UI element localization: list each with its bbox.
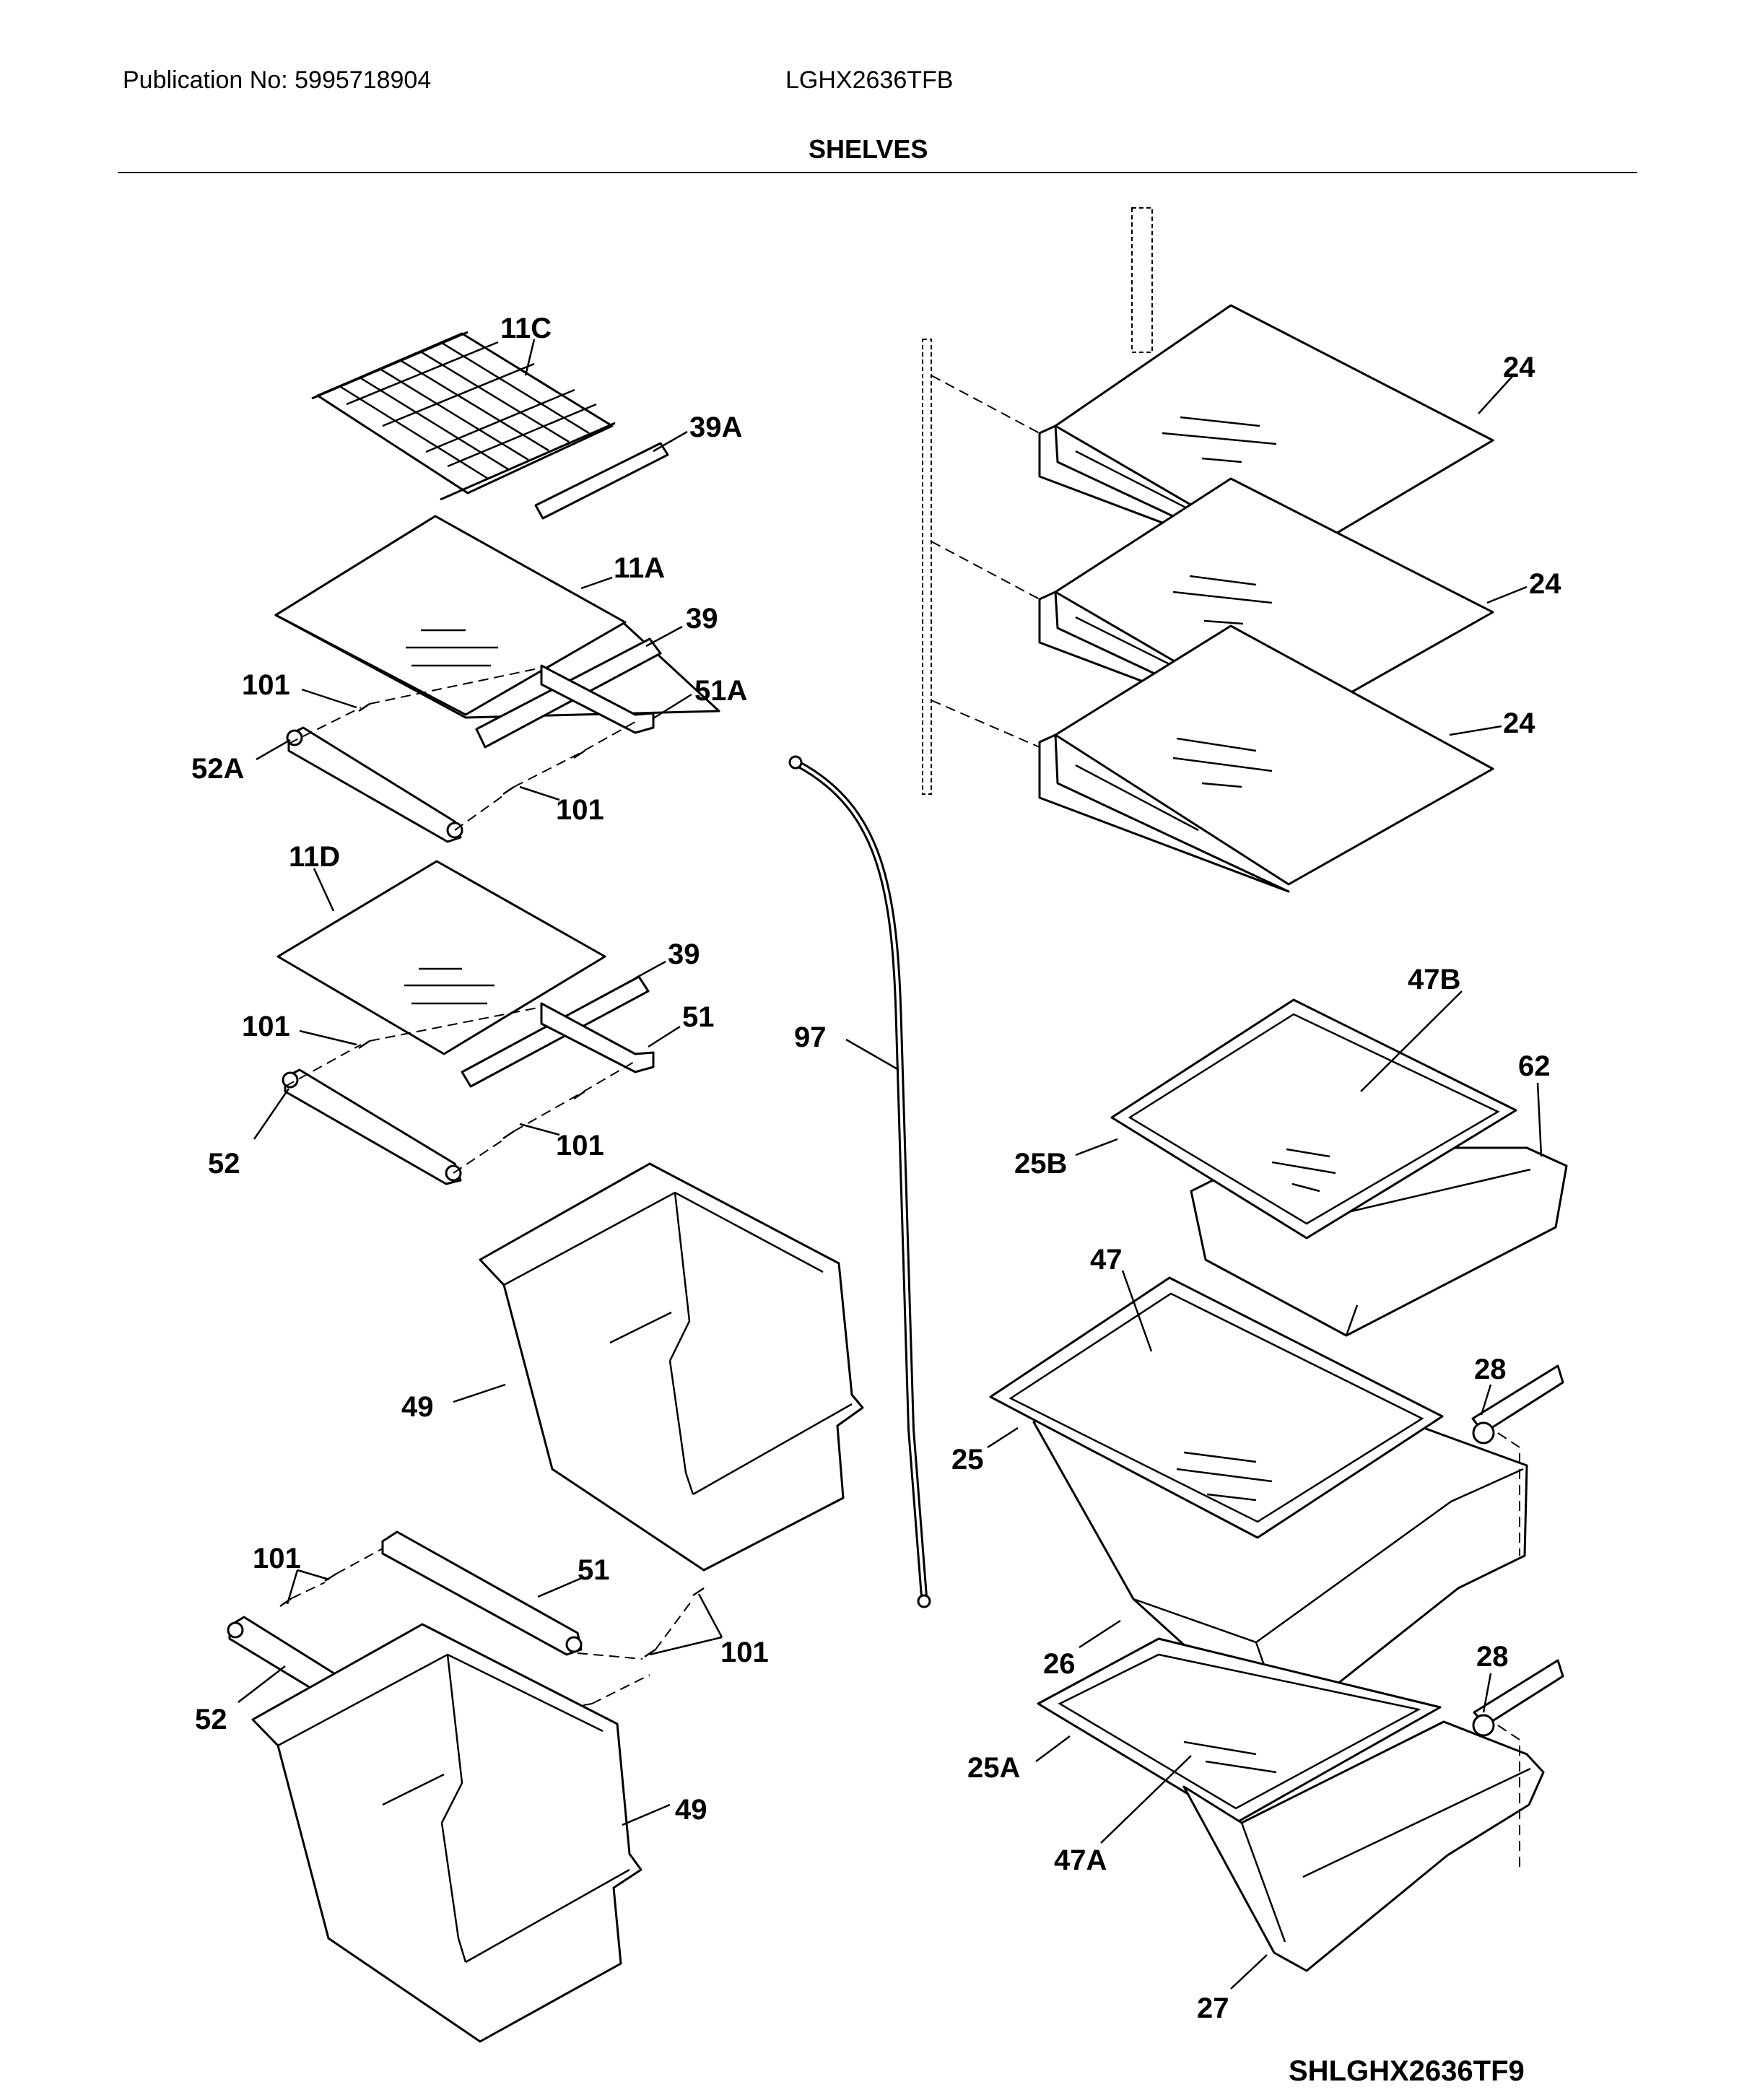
callout-39a: 39A [689,411,742,443]
screw-part [358,702,585,796]
callout-52a: 52A [191,753,244,785]
crisper-cover-part [1037,1637,1442,1824]
shelf-ladder-part [922,207,1153,795]
callout-24: 24 [1503,707,1535,739]
callout-49: 49 [675,1794,707,1826]
section-title: SHELVES [809,134,928,164]
callout-25: 25 [951,1444,984,1476]
slide-rail-part [282,1002,655,1185]
crisper-drawer-part [1182,1720,1545,1972]
crisper-cover-part [989,1276,1444,1539]
leader-lines [238,339,1543,1990]
callout-51a: 51A [694,675,747,707]
callout-62: 62 [1518,1050,1551,1082]
callout-47b: 47B [1408,964,1460,995]
door-bin-part [479,1162,864,1572]
tube-part [788,755,931,1608]
door-bin-part [251,1623,642,2043]
crisper-cover-part [1110,998,1517,1239]
callout-11d: 11D [289,841,340,873]
callout-11a: 11A [614,552,665,584]
callout-25b: 25B [1014,1148,1067,1180]
callout-28: 28 [1476,1641,1509,1673]
callout-labels: 11C 39A 11A 39 101 51A 52A 101 11D 39 10… [191,313,1561,2024]
callout-47a: 47A [1054,1844,1107,1876]
callout-101: 101 [242,669,290,701]
screw-part [358,1040,585,1140]
callout-97: 97 [794,1021,827,1053]
diagram-code: SHLGHX2636TF9 [1289,2055,1525,2087]
callout-11c: 11C [500,313,552,344]
callout-101: 101 [253,1543,301,1574]
callout-24: 24 [1529,568,1561,600]
callout-101: 101 [556,1130,604,1162]
callout-51: 51 [682,1001,715,1033]
glass-shelf-part [1038,624,1494,893]
glass-shelf-part [274,515,720,719]
header-rule [118,172,1637,173]
publication-number: Publication No: 5995718904 [123,66,432,94]
callout-101: 101 [720,1637,769,1668]
callout-51: 51 [578,1554,610,1586]
screw-part [279,1572,705,1658]
slide-rail-part [286,664,655,843]
callout-101: 101 [556,794,604,826]
callout-27: 27 [1197,1992,1229,2024]
callout-52: 52 [195,1704,227,1735]
drawer-bracket-part [1471,1364,1564,1445]
callout-101: 101 [242,1011,290,1042]
callout-26: 26 [1043,1648,1076,1680]
callout-28: 28 [1474,1354,1507,1385]
callout-52: 52 [208,1148,240,1180]
wire-shelf-part [311,331,616,501]
drawer-bracket-part [1472,1659,1564,1737]
model-number: LGHX2636TFB [785,66,954,94]
glass-shelf-part [276,860,606,1055]
callout-25a: 25A [967,1752,1020,1784]
callout-24: 24 [1503,352,1535,383]
callout-39: 39 [686,603,718,635]
shelf-trim-part [534,442,669,520]
callout-39: 39 [668,938,700,970]
callout-47: 47 [1090,1244,1123,1276]
callout-49: 49 [401,1391,434,1423]
